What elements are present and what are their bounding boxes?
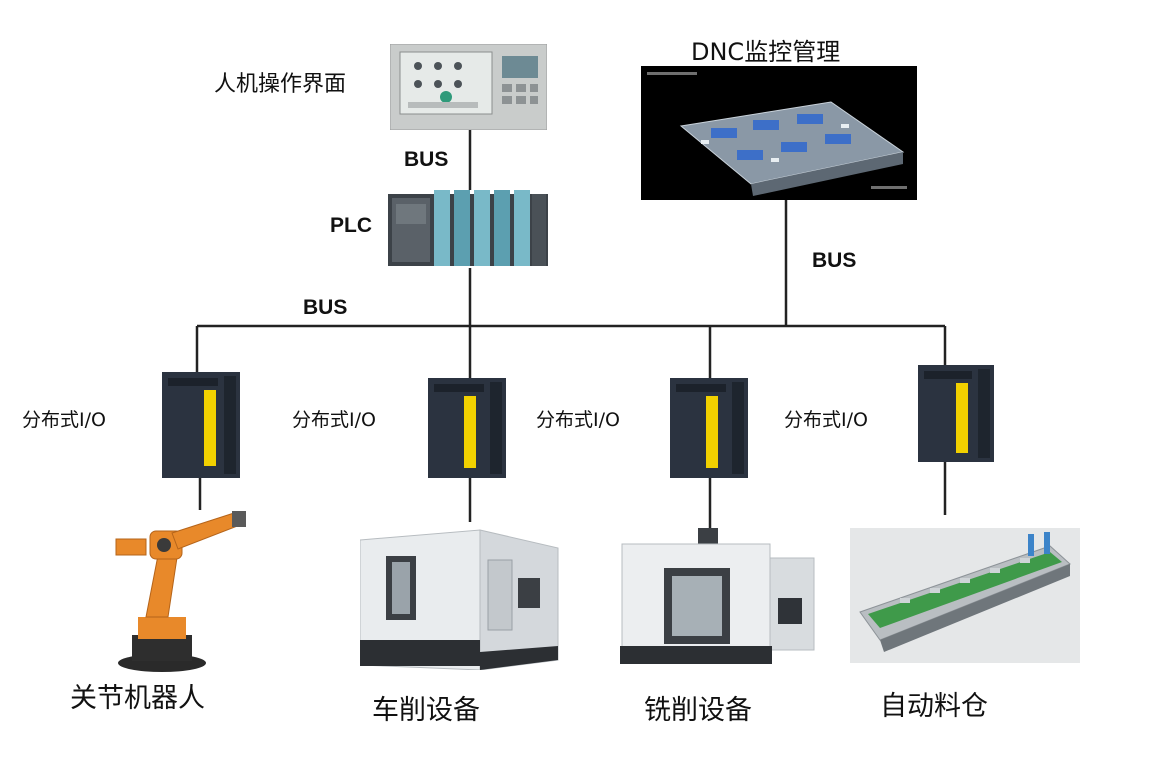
io-module-3-image — [670, 378, 748, 478]
hmi-panel — [390, 44, 547, 130]
milling-machine — [620, 528, 820, 668]
io-module-1-image — [162, 372, 240, 478]
device-label-milling: 铣削设备 — [644, 695, 752, 726]
hmi-panel-image — [390, 44, 547, 130]
plc-unit-image — [388, 190, 548, 266]
io-module-3-body — [670, 378, 748, 478]
io-module-4-image — [918, 365, 994, 462]
device-label-robot: 关节机器人 — [70, 683, 205, 714]
hmi-label: 人机操作界面 — [214, 72, 347, 97]
plc-label: PLC — [330, 214, 372, 237]
dnc-monitor-screen — [641, 66, 917, 200]
robot-arm — [102, 505, 252, 675]
dnc-screen-image — [641, 66, 917, 200]
bus-label-dnc: BUS — [812, 249, 857, 272]
plc-unit — [388, 190, 548, 268]
device-label-lathe: 车削设备 — [372, 695, 480, 726]
milling-machine-image — [620, 528, 815, 664]
io-module-2-label: 分布式I/O — [292, 409, 376, 431]
lathe-machine — [360, 520, 560, 670]
io-module-1-body — [162, 372, 240, 478]
bus-label-plc: BUS — [303, 296, 348, 319]
io-module-2-body — [428, 378, 506, 478]
dnc-title: DNC监控管理 — [691, 38, 841, 66]
device-label-bin: 自动料仓 — [880, 691, 988, 722]
io-module-2-image — [428, 378, 506, 478]
auto-material-bin — [850, 528, 1080, 663]
io-module-4-body — [918, 365, 994, 462]
io-module-3-label: 分布式I/O — [536, 409, 620, 431]
robot-arm-image — [115, 511, 246, 672]
io-module-4-label: 分布式I/O — [784, 409, 868, 431]
io-module-1-label: 分布式I/O — [22, 409, 106, 431]
lathe-machine-image — [360, 529, 559, 670]
auto-material-bin-image — [850, 528, 1080, 663]
bus-label-hmi-plc: BUS — [404, 148, 449, 171]
